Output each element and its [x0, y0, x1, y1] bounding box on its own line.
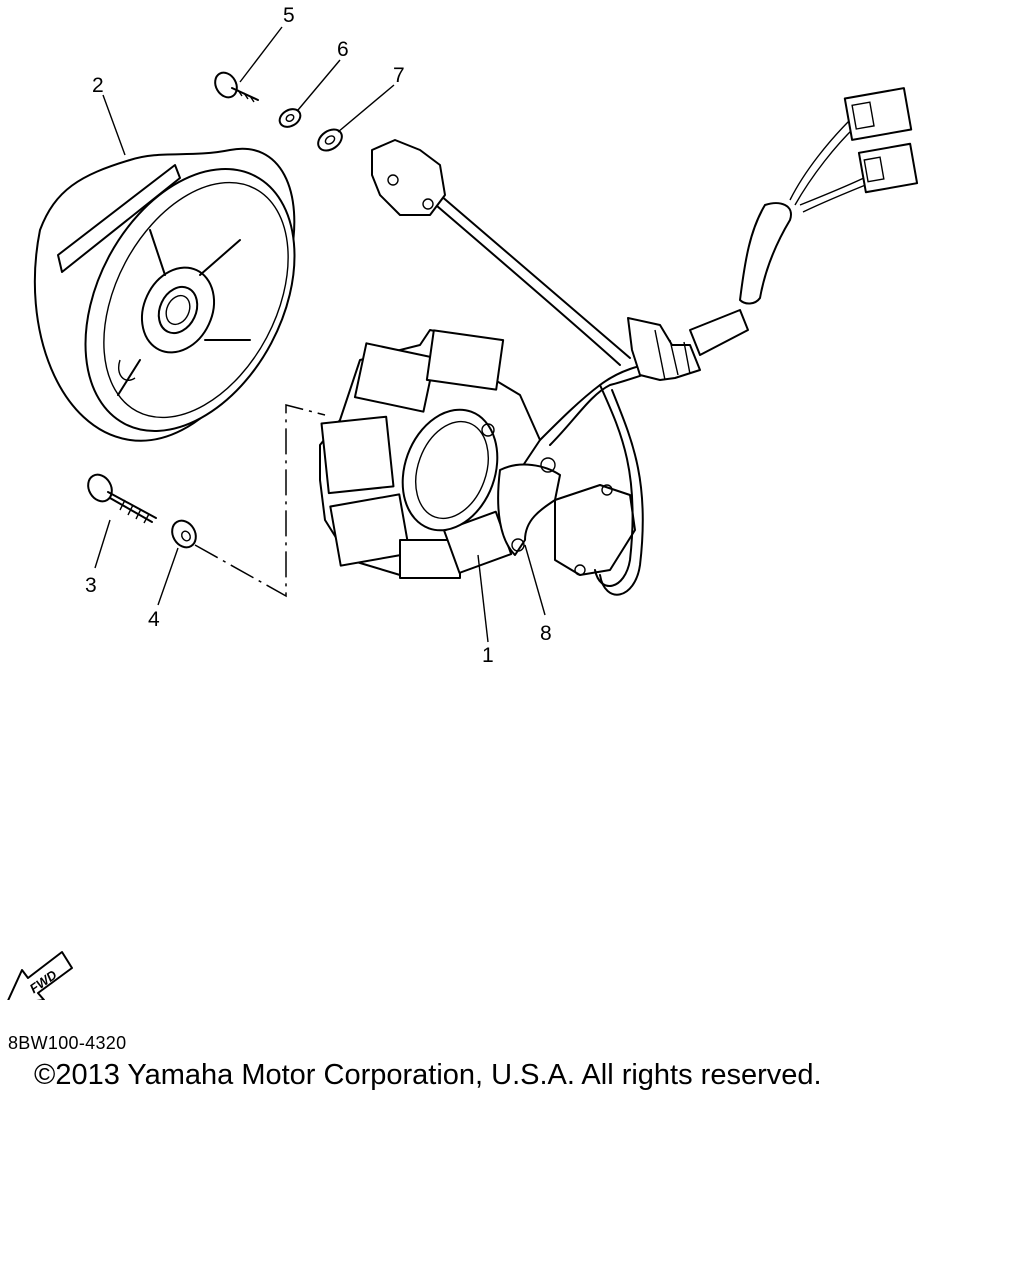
- callout-1: 1: [482, 644, 494, 667]
- fwd-arrow-icon: FWD: [7, 951, 73, 1000]
- screw-5: [214, 71, 259, 103]
- assembly-reference-line: [194, 404, 326, 598]
- washer-7: [317, 128, 343, 152]
- washer-4: [171, 519, 197, 549]
- wiring-harness: [429, 87, 919, 596]
- callout-2: 2: [92, 74, 104, 97]
- callout-3: 3: [85, 574, 97, 597]
- callout-numbers: 5 6 7 2 3 4 1 8: [85, 4, 552, 667]
- copyright-notice: ©2013 Yamaha Motor Corporation, U.S.A. A…: [34, 1059, 822, 1091]
- stator: [319, 329, 541, 579]
- generator-exploded-diagram: 5 6 7 2 3 4 1 8 FWD: [7, 4, 919, 1000]
- washer-6: [278, 108, 302, 128]
- callout-7: 7: [393, 64, 405, 87]
- pickup-coil: [497, 457, 636, 576]
- bolt-3: [87, 473, 157, 524]
- callout-8: 8: [540, 622, 552, 645]
- sensor-on-lead: [371, 139, 446, 216]
- callout-4: 4: [148, 608, 160, 631]
- harness-connector-upper: [843, 87, 913, 141]
- harness-connector-lower: [857, 142, 919, 194]
- flywheel-rotor: [33, 147, 296, 442]
- diagram-part-code: 8BW100-4320: [8, 1033, 127, 1053]
- leader-lines: [94, 26, 546, 643]
- callout-6: 6: [337, 38, 349, 61]
- callout-5: 5: [283, 4, 295, 27]
